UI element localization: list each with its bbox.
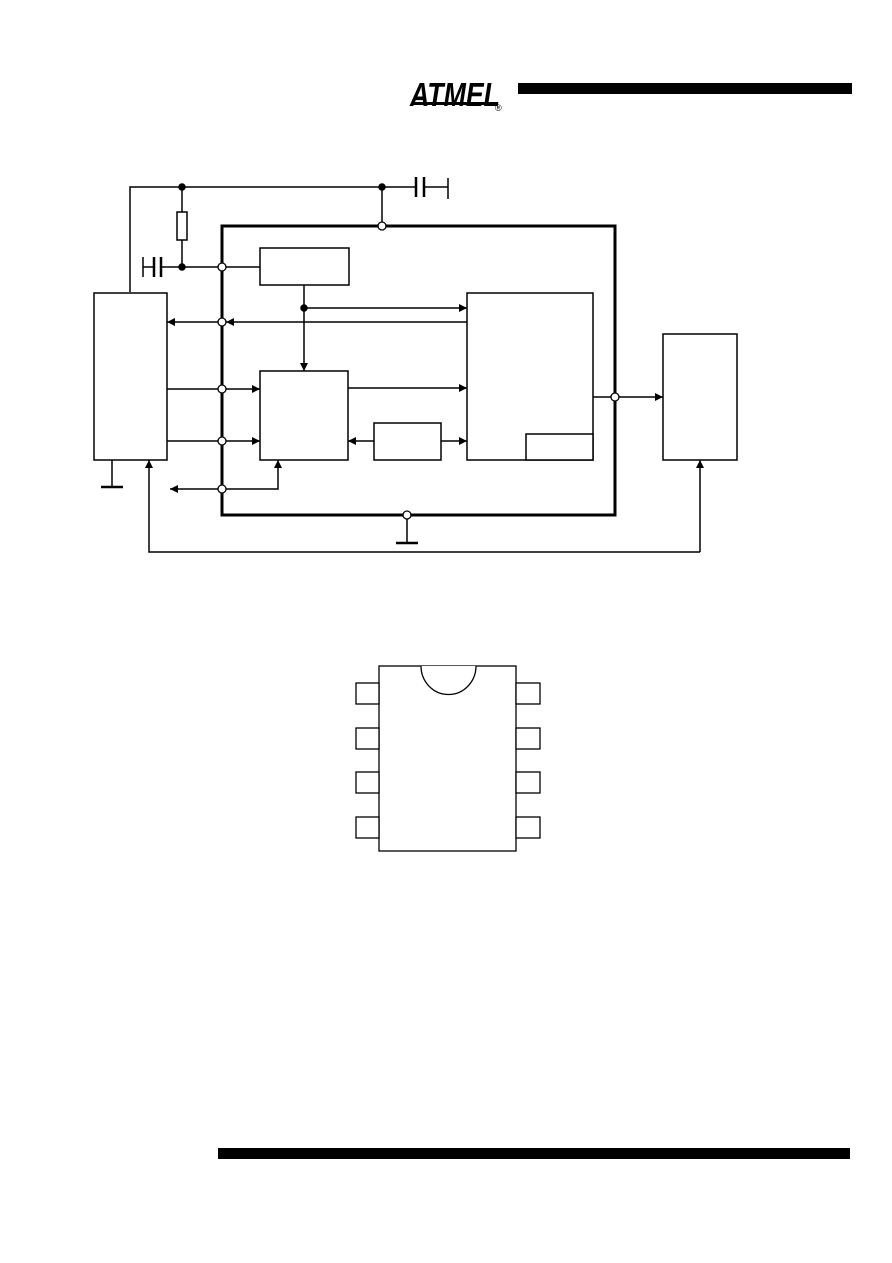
resistor xyxy=(176,187,188,271)
header-rule xyxy=(518,83,852,94)
ic-ground xyxy=(396,519,418,545)
right-internal-subblock xyxy=(525,433,594,461)
pin-connections xyxy=(167,266,467,493)
internal-signals xyxy=(300,285,663,445)
left-controller-block xyxy=(93,292,168,461)
block-diagram xyxy=(93,177,738,553)
ic-outline xyxy=(220,224,617,517)
middle-internal-block xyxy=(259,370,349,461)
registered-mark: ® xyxy=(495,103,502,113)
pin-package xyxy=(355,665,541,852)
left-pins xyxy=(355,682,380,839)
small-internal-block xyxy=(373,422,442,461)
feedback-loop xyxy=(145,460,700,553)
right-internal-block xyxy=(466,292,594,461)
right-pins xyxy=(515,682,541,839)
package-notch xyxy=(420,665,477,696)
left-ground xyxy=(101,460,123,489)
package-body xyxy=(378,665,517,852)
pin-circles xyxy=(217,221,620,520)
logo-text: ATMEL xyxy=(409,76,500,113)
top-internal-block xyxy=(259,247,350,286)
atmel-logo: ATMEL ® xyxy=(409,76,502,113)
footer-rule xyxy=(218,1148,850,1159)
logo-underline xyxy=(412,102,498,105)
capacitor xyxy=(142,257,219,277)
right-external-block xyxy=(662,333,738,461)
